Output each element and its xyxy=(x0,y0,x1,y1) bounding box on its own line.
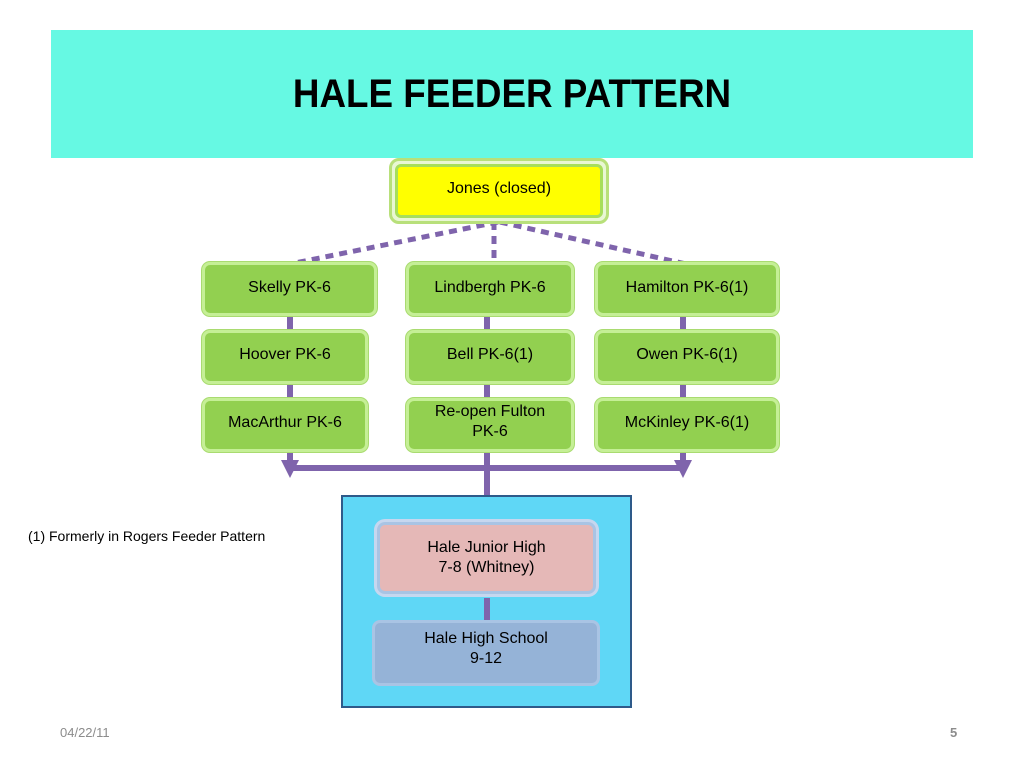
school-bell: Bell PK-6(1) xyxy=(406,330,574,384)
dashed-connector-right xyxy=(499,219,687,267)
arrow-right-icon xyxy=(674,460,692,478)
high-school-grades: 9-12 xyxy=(469,650,503,667)
hale-junior-high: Hale Junior High 7-8 (Whitney) xyxy=(377,522,596,594)
school-fulton: Re-open Fulton PK-6 xyxy=(406,398,574,452)
dashed-connector-left xyxy=(289,219,499,267)
top-node-jones: Jones (closed) xyxy=(395,164,603,218)
junior-high-name: Hale Junior High xyxy=(427,539,546,556)
arrow-left-icon xyxy=(281,460,299,478)
junior-high-grades: 7-8 (Whitney) xyxy=(438,559,535,576)
page-number: 5 xyxy=(950,725,958,740)
high-school-name: Hale High School xyxy=(424,630,548,647)
footnote: (1) Formerly in Rogers Feeder Pattern xyxy=(28,528,266,544)
slide-date: 04/22/11 xyxy=(60,725,110,740)
title-bar: HALE FEEDER PATTERN xyxy=(51,30,973,158)
school-owen: Owen PK-6(1) xyxy=(595,330,779,384)
school-macarthur: MacArthur PK-6 xyxy=(202,398,368,452)
school-hoover: Hoover PK-6 xyxy=(202,330,368,384)
slide-title: HALE FEEDER PATTERN xyxy=(292,71,732,116)
hale-high-school: Hale High School 9-12 xyxy=(372,620,600,686)
school-lindbergh: Lindbergh PK-6 xyxy=(406,262,574,316)
school-skelly: Skelly PK-6 xyxy=(202,262,377,316)
school-mckinley: McKinley PK-6(1) xyxy=(595,398,779,452)
school-hamilton: Hamilton PK-6(1) xyxy=(595,262,779,316)
